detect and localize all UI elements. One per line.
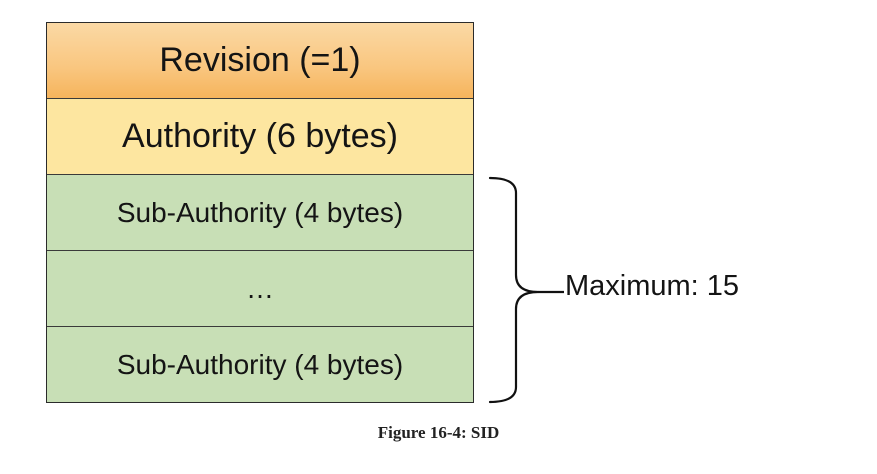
sub-authority-field-last: Sub-Authority (4 bytes) <box>47 327 473 402</box>
curly-brace-icon <box>488 176 564 404</box>
sid-structure-diagram: Revision (=1) Authority (6 bytes) Sub-Au… <box>46 22 474 403</box>
revision-field: Revision (=1) <box>47 23 473 99</box>
sub-authority-ellipsis-field: … <box>47 251 473 327</box>
maximum-label: Maximum: 15 <box>565 270 740 302</box>
sub-authority-field-first: Sub-Authority (4 bytes) <box>47 175 473 251</box>
authority-field: Authority (6 bytes) <box>47 99 473 175</box>
figure-caption: Figure 16-4: SID <box>377 423 500 442</box>
